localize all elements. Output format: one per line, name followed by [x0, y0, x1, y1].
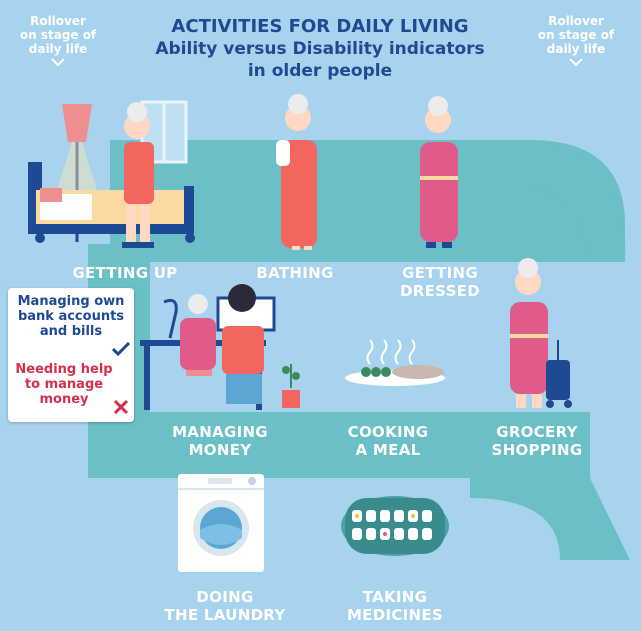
bathing-scene: [276, 94, 317, 250]
ability-line: and bills: [39, 324, 103, 339]
hint-line: on stage of: [537, 28, 615, 42]
stage-label: MANAGING: [172, 423, 268, 441]
taking-medicines-scene: [341, 496, 449, 556]
title-line: ACTIVITIES FOR DAILY LIVING: [171, 16, 469, 37]
stage-label: SHOPPING: [491, 441, 583, 459]
getting-up-scene: [28, 100, 195, 248]
cross-icon: [114, 400, 128, 414]
stage-managing-money[interactable]: MANAGING MONEY: [150, 423, 290, 459]
stage-doing-the-laundry[interactable]: DOING THE LAUNDRY: [150, 588, 300, 624]
indicator-popup: Managing own bank accounts and bills Nee…: [8, 288, 134, 422]
page-title: ACTIVITIES FOR DAILY LIVING Ability vers…: [120, 16, 520, 82]
stage-bathing[interactable]: BATHING: [225, 264, 365, 282]
subtitle-line: Ability versus Disability indicators: [155, 39, 485, 59]
stage-label: BATHING: [256, 264, 334, 282]
stage-label: TAKING: [362, 588, 428, 606]
stage-label: A MEAL: [355, 441, 421, 459]
disability-line: to manage: [24, 377, 104, 392]
rollover-hint-left: Rollover on stage of daily life: [8, 14, 108, 66]
ability-indicator: Managing own bank accounts and bills: [12, 294, 130, 339]
managing-money-scene: [140, 284, 300, 410]
stage-getting-dressed[interactable]: GETTING DRESSED: [370, 264, 510, 300]
disability-line: Needing help: [15, 362, 113, 377]
hint-line: Rollover: [30, 14, 86, 28]
path-band-middle: [88, 412, 590, 478]
stage-label: GROCERY: [496, 423, 578, 441]
ability-line: Managing own: [17, 294, 125, 309]
stage-label: DOING: [196, 588, 254, 606]
path-band-curve: [530, 140, 626, 260]
doing-the-laundry-scene: [178, 474, 264, 572]
disability-indicator: Needing help to manage money: [12, 362, 116, 407]
stage-label: COOKING: [347, 423, 429, 441]
stage-label: GETTING UP: [72, 264, 178, 282]
hint-line: daily life: [28, 42, 88, 56]
hint-line: Rollover: [548, 14, 604, 28]
chevron-down-icon: [569, 58, 583, 66]
stage-getting-up[interactable]: GETTING UP: [40, 264, 210, 282]
path-band-bottom: [470, 478, 630, 560]
cooking-a-meal-scene: [345, 339, 445, 386]
hint-line: on stage of: [19, 28, 97, 42]
path-band-top: [110, 140, 625, 262]
stage-grocery-shopping[interactable]: GROCERY SHOPPING: [462, 423, 612, 459]
stage-label: DRESSED: [400, 282, 480, 300]
stage-label: MEDICINES: [346, 606, 444, 624]
stage-cooking-a-meal[interactable]: COOKING A MEAL: [318, 423, 458, 459]
hint-line: daily life: [546, 42, 606, 56]
stage-label: MONEY: [188, 441, 252, 459]
disability-line: money: [39, 392, 89, 407]
stage-label: THE LAUNDRY: [164, 606, 286, 624]
getting-dressed-scene: [420, 96, 458, 248]
grocery-shopping-scene: [510, 258, 572, 408]
stage-taking-medicines[interactable]: TAKING MEDICINES: [320, 588, 470, 624]
stage-label: GETTING: [402, 264, 478, 282]
ability-line: bank accounts: [17, 309, 125, 324]
check-icon: [112, 342, 130, 356]
chevron-down-icon: [51, 58, 65, 66]
subtitle-line: in older people: [247, 61, 393, 81]
rollover-hint-right: Rollover on stage of daily life: [526, 14, 626, 66]
